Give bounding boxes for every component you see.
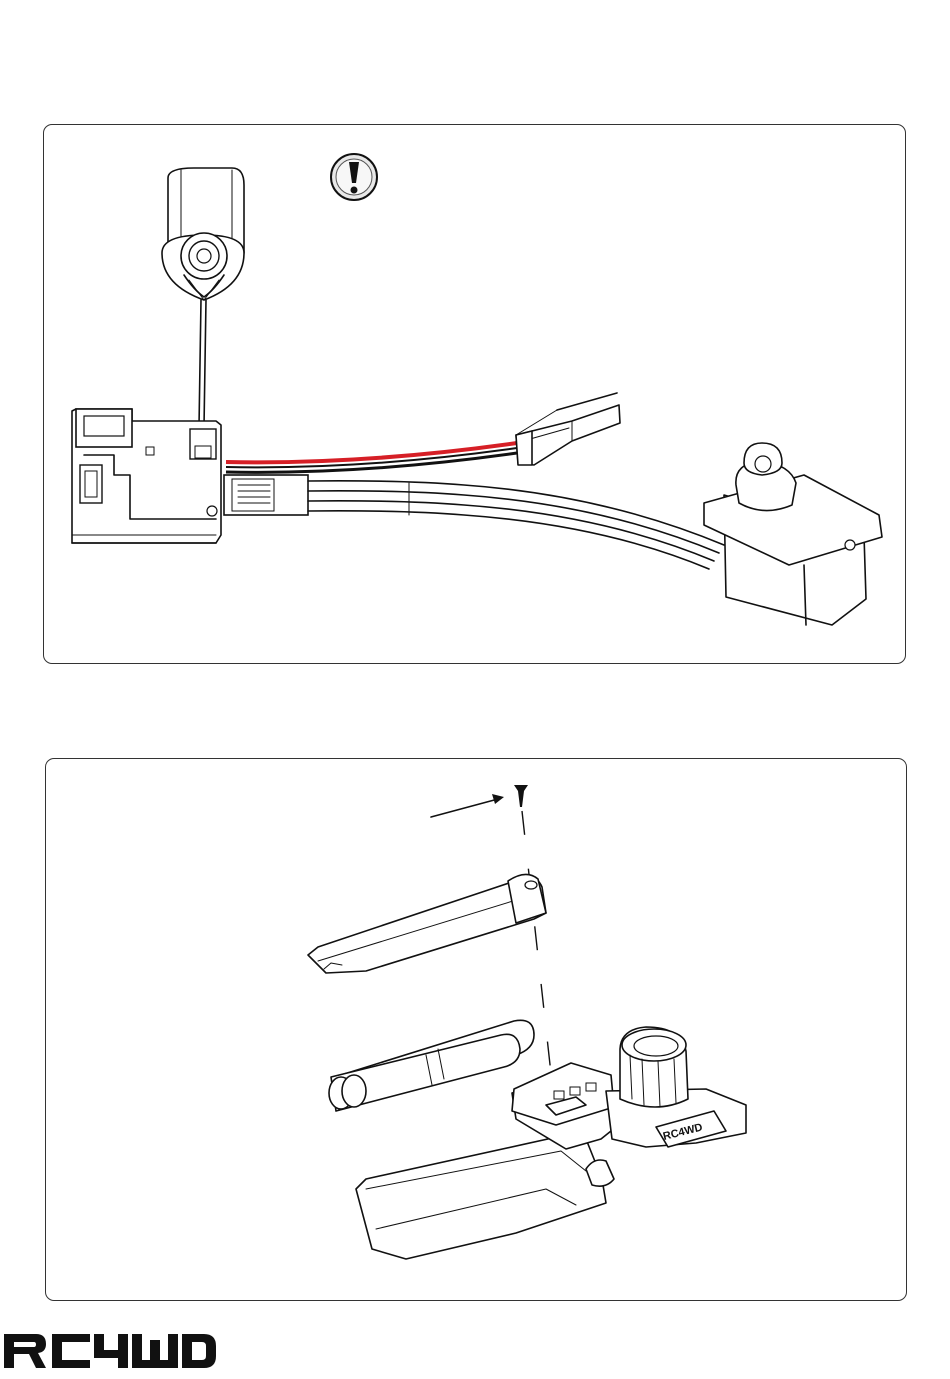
arrow-pointer <box>431 794 504 817</box>
warning-exclamation-icon <box>331 154 377 200</box>
receiver-esc-illustration <box>72 409 221 543</box>
servo-lead <box>224 475 724 569</box>
battery-cover-illustration <box>308 874 546 973</box>
battery-install-panel: RC4WD <box>45 758 907 1301</box>
brand-logo <box>0 1320 220 1374</box>
screw-illustration <box>514 785 528 807</box>
batteries-illustration <box>329 1020 534 1111</box>
servo-illustration <box>704 443 882 625</box>
motor-illustration <box>162 168 244 427</box>
battery-lead <box>226 393 620 472</box>
wiring-diagram <box>44 125 907 665</box>
battery-install-diagram: RC4WD <box>46 759 908 1302</box>
rc4wd-logo <box>0 1320 220 1374</box>
wiring-diagram-panel <box>43 124 906 664</box>
